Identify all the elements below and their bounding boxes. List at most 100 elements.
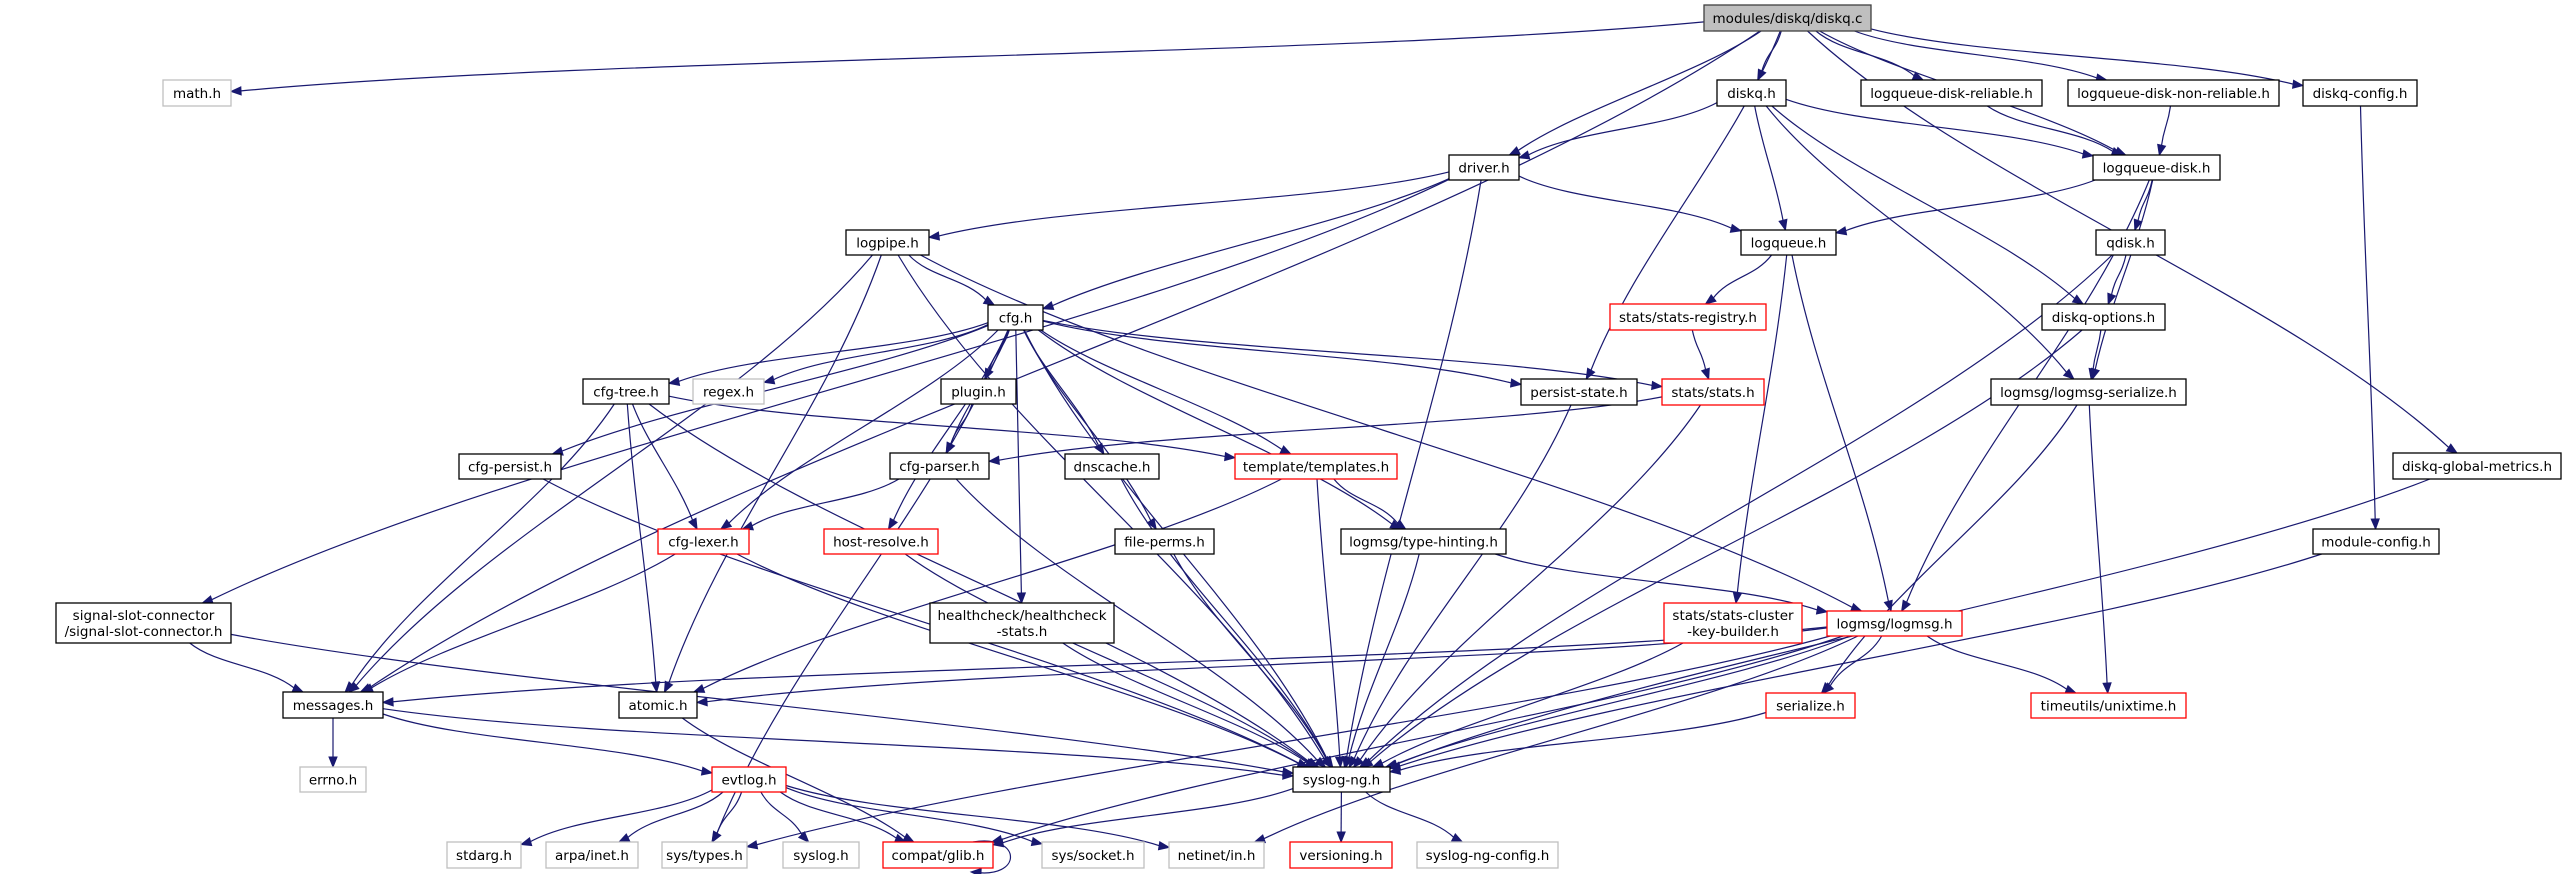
edge-evtlog_h-to-arpa_inet_h <box>617 791 724 843</box>
node-label: syslog.h <box>793 848 848 864</box>
node-sys-types-h[interactable]: sys/types.h <box>661 841 748 869</box>
node-logmsg-serialize-h[interactable]: logmsg/logmsg-serialize.h <box>1990 378 2187 406</box>
node-logpipe-h[interactable]: logpipe.h <box>845 229 930 256</box>
node-stats-registry-h[interactable]: stats/stats-registry.h <box>1609 303 1767 331</box>
node-qdisk-h[interactable]: qdisk.h <box>2095 229 2166 256</box>
arrowhead-icon <box>1849 602 1863 612</box>
node-diskq-global-metrics-h[interactable]: diskq-global-metrics.h <box>2392 452 2562 480</box>
node-persist-state-h[interactable]: persist-state.h <box>1520 378 1638 406</box>
edge-line <box>705 627 1828 703</box>
node-type-hinting-h[interactable]: logmsg/type-hinting.h <box>1340 528 1507 555</box>
node-label: logmsg/logmsg-serialize.h <box>2000 385 2177 401</box>
node-stats-h[interactable]: stats/stats.h <box>1661 378 1765 406</box>
arrowhead-icon <box>2064 684 2078 694</box>
edge-cfg_h-to-cfg_lexer_h <box>719 329 999 530</box>
arrowhead-icon <box>1344 755 1354 769</box>
node-driver-h[interactable]: driver.h <box>1448 154 1520 181</box>
node-sys-socket-h[interactable]: sys/socket.h <box>1041 841 1145 869</box>
edge-line <box>350 403 615 686</box>
node-box <box>1860 79 2043 107</box>
node-lqd-nonreliable-h[interactable]: logqueue-disk-non-reliable.h <box>2067 79 2280 107</box>
node-netinet-in-h[interactable]: netinet/in.h <box>1168 841 1265 869</box>
node-box <box>929 602 1115 644</box>
node-box <box>1520 378 1638 406</box>
node-file-perms-h[interactable]: file-perms.h <box>1114 528 1215 555</box>
arrowhead-icon <box>1016 592 1027 605</box>
node-unixtime-h[interactable]: timeutils/unixtime.h <box>2030 692 2187 719</box>
node-label: errno.h <box>309 773 357 789</box>
node-atomic-h[interactable]: atomic.h <box>618 691 698 719</box>
node-box <box>1168 841 1265 869</box>
node-module-config-h[interactable]: module-config.h <box>2312 528 2440 555</box>
edge-line <box>2088 404 2108 685</box>
node-diskq-config-h[interactable]: diskq-config.h <box>2302 79 2418 107</box>
edge-logmsg_h-to-compat_glib_h <box>990 635 1844 845</box>
node-math-h[interactable]: math.h <box>162 79 232 107</box>
node-arpa-inet-h[interactable]: arpa/inet.h <box>545 841 639 869</box>
edge-line <box>1042 320 1513 384</box>
node-healthcheck-h[interactable]: healthcheck/healthcheck-stats.h <box>929 602 1115 644</box>
node-versioning-h[interactable]: versioning.h <box>1289 841 1393 869</box>
edge-line <box>1173 553 1328 761</box>
node-label: diskq-global-metrics.h <box>2402 459 2552 475</box>
edge-line <box>1040 329 1284 451</box>
edge-line <box>1348 553 1420 759</box>
edge-line <box>355 254 873 687</box>
node-label: messages.h <box>293 698 374 714</box>
node-plugin-h[interactable]: plugin.h <box>940 378 1017 405</box>
node-box <box>823 528 939 555</box>
node-diskq-c[interactable]: modules/diskq/diskq.c <box>1703 4 1872 32</box>
edge-logpipe_h-to-cfg_h <box>908 254 996 306</box>
node-signal-slot-h[interactable]: signal-slot-connector/signal-slot-connec… <box>55 602 232 644</box>
arrowhead-icon <box>2102 682 2112 695</box>
node-logqueue-h[interactable]: logqueue.h <box>1740 229 1837 256</box>
node-syslog-h[interactable]: syslog.h <box>782 841 860 869</box>
node-cfg-persist-h[interactable]: cfg-persist.h <box>458 453 562 480</box>
node-cfg-lexer-h[interactable]: cfg-lexer.h <box>657 528 750 555</box>
edge-diskq_h-to-logqueue_h <box>1754 105 1788 232</box>
edge-cfg_h-to-persist_state_h <box>1042 320 1523 388</box>
node-stats-ckb-h[interactable]: stats/stats-cluster-key-builder.h <box>1663 602 1803 644</box>
edge-line <box>1398 711 1767 771</box>
node-stdarg-h[interactable]: stdarg.h <box>446 841 522 869</box>
edge-line <box>1353 404 1572 760</box>
node-errno-h[interactable]: errno.h <box>299 766 367 793</box>
node-cfg-tree-h[interactable]: cfg-tree.h <box>582 378 670 405</box>
edge-line <box>391 626 1828 703</box>
arrowhead-icon <box>328 756 338 769</box>
edge-line <box>631 403 694 522</box>
node-lqd-reliable-h[interactable]: logqueue-disk-reliable.h <box>1860 79 2043 107</box>
node-compat-glib-h[interactable]: compat/glib.h <box>882 841 994 869</box>
node-messages-h[interactable]: messages.h <box>282 691 384 719</box>
arrowhead-icon <box>1508 146 1521 156</box>
node-label: stats/stats-registry.h <box>1619 310 1757 326</box>
node-box <box>1826 610 1963 637</box>
node-logmsg-h[interactable]: logmsg/logmsg.h <box>1826 610 1963 637</box>
arrowhead-icon <box>1394 519 1407 530</box>
node-logqueue-disk-h[interactable]: logqueue-disk.h <box>2092 154 2221 181</box>
edge-line <box>1015 329 1022 595</box>
node-label: math.h <box>173 86 221 102</box>
node-syslog-ng-h[interactable]: syslog-ng.h <box>1292 766 1391 793</box>
node-host-resolve-h[interactable]: host-resolve.h <box>823 528 939 555</box>
node-box <box>582 378 670 405</box>
node-serialize-h[interactable]: serialize.h <box>1765 692 1856 719</box>
node-label: cfg-tree.h <box>593 385 659 401</box>
node-box <box>1114 528 1215 555</box>
node-diskq-h[interactable]: diskq.h <box>1716 79 1787 107</box>
node-label: sys/types.h <box>666 848 743 864</box>
node-diskq-options-h[interactable]: diskq-options.h <box>2041 303 2166 331</box>
arrowhead-icon <box>291 683 305 693</box>
node-cfg-h[interactable]: cfg.h <box>987 304 1044 331</box>
node-cfg-parser-h[interactable]: cfg-parser.h <box>889 452 990 480</box>
edge-line <box>542 478 1301 765</box>
node-box <box>657 528 750 555</box>
node-templates-h[interactable]: template/templates.h <box>1234 453 1398 480</box>
node-syslog-ng-config-h[interactable]: syslog-ng-config.h <box>1416 841 1559 869</box>
node-regex-h[interactable]: regex.h <box>692 378 765 405</box>
node-label: dnscache.h <box>1074 460 1151 476</box>
node-dnscache-h[interactable]: dnscache.h <box>1064 453 1160 480</box>
arrowhead-icon <box>1282 770 1295 780</box>
node-evtlog-h[interactable]: evtlog.h <box>711 766 787 793</box>
edge-logqueue_h-to-stats_ckb_h <box>1732 254 1788 605</box>
